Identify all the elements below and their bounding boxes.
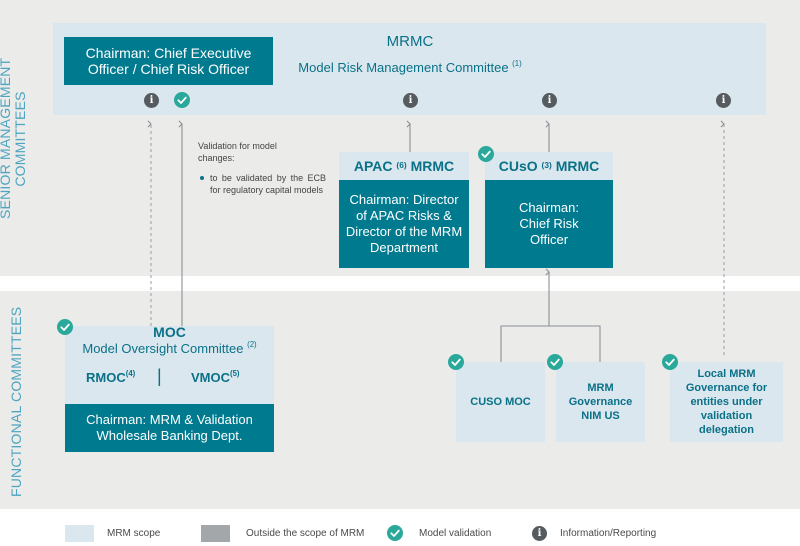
check-icon [174, 92, 190, 108]
validation-note-heading: Validation for model changes: [198, 141, 277, 163]
legend-information-reporting: Information/Reporting [560, 528, 657, 539]
moc-box [65, 326, 274, 404]
apac-chairman-box: Chairman: Director of APAC Risks & Direc… [339, 180, 469, 268]
legend-mrm-scope: MRM scope [107, 528, 161, 539]
check-icon [448, 354, 464, 370]
moc-chairman-box: Chairman: MRM & Validation Wholesale Ban… [65, 404, 274, 452]
rmoc-label: RMOC(4) [86, 369, 136, 385]
cuso-tree-connector [500, 325, 601, 362]
legend-outside-scope: Outside the scope of MRM [246, 528, 365, 539]
mrmc-subtitle: Model Risk Management Committee (1) [298, 59, 522, 75]
moc-separator: | [157, 366, 162, 386]
bullet-icon [200, 176, 204, 180]
info-icon: i [716, 93, 731, 108]
info-icon: i [403, 93, 418, 108]
mrmc-chairman-box: Chairman: Chief Executive Officer / Chie… [64, 37, 273, 85]
info-icon: i [532, 526, 547, 541]
check-icon [547, 354, 563, 370]
check-icon [662, 354, 678, 370]
mrm-governance-nim-box: MRM Governance NIM US [556, 362, 645, 442]
validation-note: Validation for model changes: to be vali… [198, 140, 326, 196]
legend-swatch-mrm-scope [65, 525, 94, 542]
moc-title: MOC [153, 324, 186, 340]
check-icon [387, 525, 403, 541]
vmoc-label: VMOC(5) [191, 369, 240, 385]
validation-note-bullet: to be validated by the ECB for regulator… [210, 173, 326, 195]
mrmc-title: MRMC [386, 33, 434, 50]
check-icon [57, 319, 73, 335]
local-mrm-governance-box: Local MRM Governance for entities under … [670, 362, 783, 442]
cuso-chairman-box: Chairman: Chief Risk Officer [485, 180, 613, 268]
info-icon: i [144, 93, 159, 108]
legend-swatch-outside-scope [201, 525, 230, 542]
check-icon [478, 146, 494, 162]
legend-model-validation: Model validation [419, 528, 492, 539]
info-icon: i [542, 93, 557, 108]
cuso-moc-box: CUSO MOC [456, 362, 545, 442]
cuso-mrmc-title-box: CUsO (3) MRMC [485, 152, 613, 180]
apac-mrmc-title-box: APAC (6) MRMC [339, 152, 469, 180]
moc-subtitle: Model Oversight Committee (2) [82, 340, 257, 356]
